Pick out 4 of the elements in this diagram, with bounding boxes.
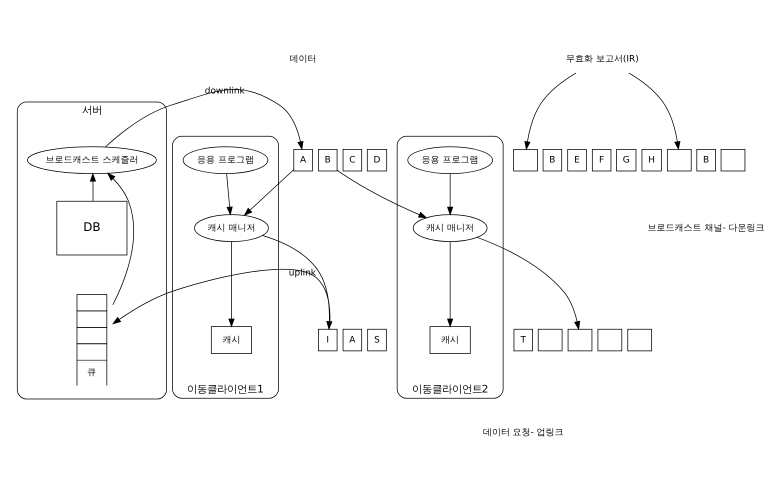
label: 브로드캐스트 채널- 다운링크 [648,222,765,233]
label: 데이터 [290,54,317,64]
label: 데이터 요청- 업링크 [482,427,564,438]
node-text: 무효화 보고서(IR) [566,54,639,64]
